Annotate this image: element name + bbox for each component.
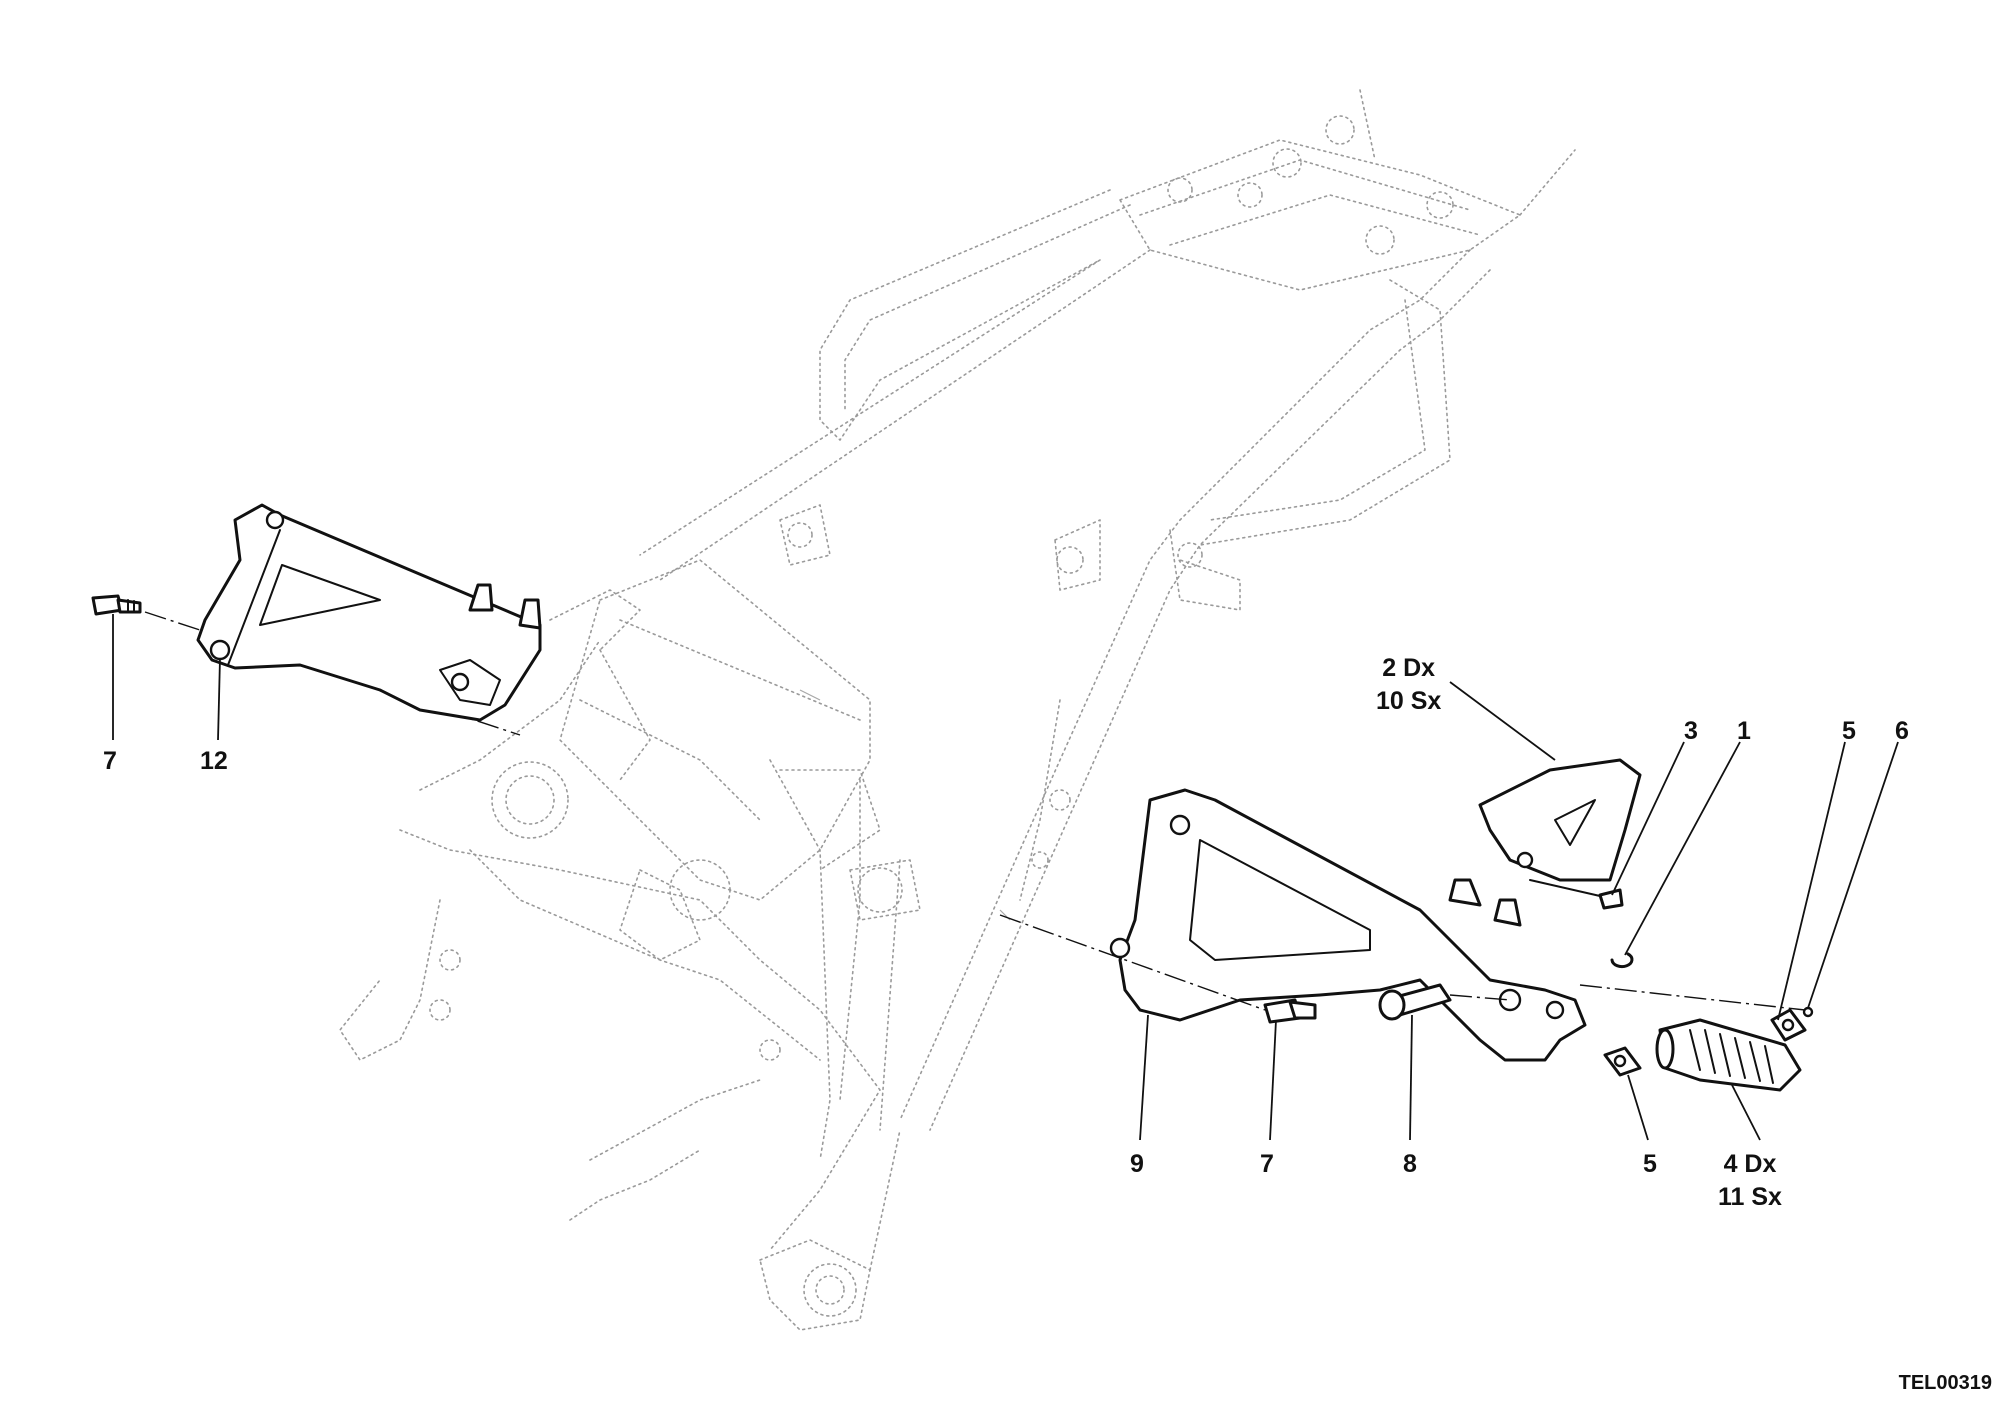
callout-2-10-line1: 2 Dx bbox=[1382, 654, 1436, 682]
left-footrest-bracket-12 bbox=[196, 503, 542, 722]
callout-12: 12 bbox=[200, 747, 228, 775]
screw-3 bbox=[1529, 879, 1624, 910]
drawing-code: TEL00319 bbox=[1898, 1372, 1992, 1394]
callout-2-10: 2 Dx 10 Sx bbox=[1376, 652, 1441, 718]
split-pin-6 bbox=[1802, 1006, 1814, 1018]
callout-5-bottom: 5 bbox=[1643, 1150, 1657, 1178]
bushing-5-top bbox=[1770, 1008, 1807, 1042]
callout-9: 9 bbox=[1130, 1150, 1144, 1178]
peg-axis bbox=[1579, 984, 1806, 1011]
pin-axis bbox=[1449, 994, 1511, 1001]
callout-4-11-line2: 11 Sx bbox=[1718, 1183, 1782, 1211]
callout-7-right: 7 bbox=[1260, 1150, 1274, 1178]
right-footrest-plate-9 bbox=[1109, 788, 1587, 1062]
callout-1: 1 bbox=[1737, 717, 1751, 745]
leader-lines bbox=[112, 614, 1899, 1141]
right-bolt-7 bbox=[1263, 998, 1317, 1024]
callout-6: 6 bbox=[1895, 717, 1909, 745]
heel-guard-2-10 bbox=[1478, 758, 1642, 882]
callout-8: 8 bbox=[1403, 1150, 1417, 1178]
callout-7-left: 7 bbox=[103, 747, 117, 775]
frame-ghost-outline bbox=[339, 89, 1576, 1331]
callout-5-top: 5 bbox=[1842, 717, 1856, 745]
bushing-5-bottom bbox=[1603, 1046, 1642, 1077]
callout-3: 3 bbox=[1684, 717, 1698, 745]
pin-8 bbox=[1378, 983, 1452, 1021]
right-bolt-axis bbox=[999, 914, 1266, 1011]
clip-1 bbox=[1610, 952, 1634, 969]
callout-4-11-line1: 4 Dx bbox=[1723, 1150, 1777, 1178]
foot-peg-4-11 bbox=[1655, 1018, 1802, 1092]
callout-4-11: 4 Dx 11 Sx bbox=[1718, 1148, 1782, 1214]
callout-2-10-line2: 10 Sx bbox=[1376, 687, 1442, 715]
left-bolt-7 bbox=[91, 594, 142, 616]
